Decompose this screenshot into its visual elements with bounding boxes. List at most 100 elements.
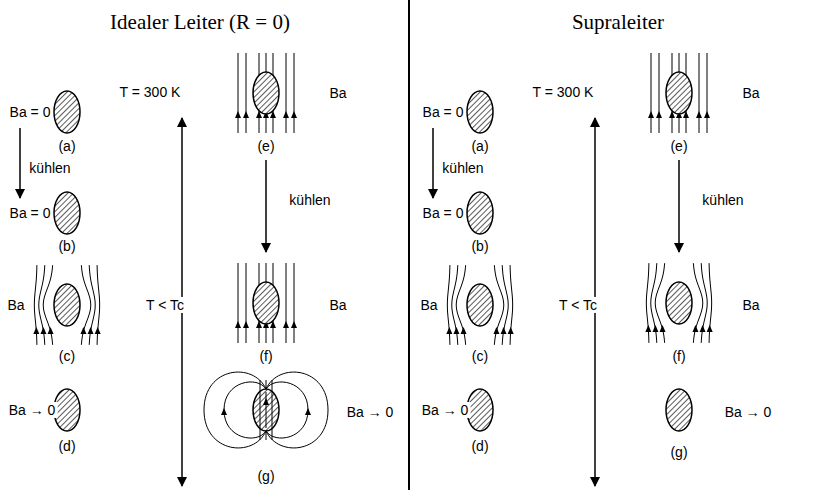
figure-letter: (f) [670,348,687,364]
panel-divider [408,0,410,490]
field-line [294,263,295,343]
field-line [707,53,708,133]
field-line [456,265,465,345]
field-arrowhead [48,327,54,334]
temperature-label: T = 300 K [118,84,183,100]
field-line [286,263,287,343]
field-line [238,53,239,133]
field-label: Ba = 0 [8,205,53,221]
figure-letter: (e) [668,138,689,154]
field-line [43,265,52,345]
field-arrowhead [508,327,514,334]
figure-letter: (g) [668,444,689,460]
sample-body [253,282,279,324]
figure-letter: (d) [56,438,77,454]
process-label: kühlen [27,160,72,176]
field-arrowhead [243,321,249,328]
sample-body [666,389,692,431]
field-arrowhead [696,111,702,118]
field-label: Ba [740,297,761,313]
field-arrowhead [656,111,662,118]
figure-letter: (c) [470,348,490,364]
field-label: Ba = 0 [421,104,466,120]
field-arrowhead [446,327,452,334]
field-label: Ba → 0 [723,404,774,420]
sample-body [467,284,493,326]
field-arrowhead [88,327,94,334]
process-label: kühlen [440,160,485,176]
field-line [659,53,660,133]
sample-body [467,192,493,234]
field-arrowhead [95,327,101,334]
field-arrowhead [243,111,249,118]
sample-body [253,72,279,114]
cooling-arrow [19,128,21,198]
field-arrowhead [33,327,39,334]
field-line [294,53,295,133]
temperature-label: T = 300 K [531,84,596,100]
field-label: Ba [327,297,348,313]
field-arrowhead [700,325,706,332]
field-arrowhead [704,111,710,118]
figure-letter: (b) [56,238,77,254]
field-arrowhead [461,327,467,334]
field-line [655,263,664,343]
field-arrowhead [493,327,499,334]
cooling-arrow [432,128,434,198]
stray-field-loop [224,382,266,438]
cooling-arrow [678,160,680,252]
field-arrowhead [263,398,269,405]
field-label: Ba = 0 [8,104,53,120]
field-label: Ba → 0 [7,402,58,418]
process-label: kühlen [287,192,332,208]
field-arrowhead [291,111,297,118]
field-label: Ba [418,297,439,313]
panel-heading: Idealer Leiter (R = 0) [108,10,292,34]
sample-body [467,91,493,133]
field-line [651,53,652,133]
figure-letter: (a) [469,138,490,154]
stray-field-loop [266,382,308,438]
sample-body [54,389,80,431]
field-label: Ba = 0 [421,205,466,221]
sample-body [54,91,80,133]
figure-letter: (g) [255,468,276,484]
field-arrowhead [453,327,459,334]
field-line [286,53,287,133]
field-label: Ba [740,85,761,101]
field-line [246,53,247,133]
field-arrowhead [235,321,241,328]
field-line [246,263,247,343]
field-line [260,380,261,440]
sample-body [54,284,80,326]
panel-heading: Supraleiter [570,10,666,34]
field-arrowhead [707,325,713,332]
field-line [272,392,273,428]
sample-body [666,72,692,114]
sample-body [467,389,493,431]
cooling-arrow [265,160,267,252]
field-arrowhead [660,325,666,332]
field-arrowhead [291,321,297,328]
figure-letter: (a) [56,138,77,154]
figure-letter: (f) [257,348,274,364]
figure-letter: (e) [255,138,276,154]
field-arrowhead [305,408,311,415]
field-label: Ba → 0 [420,402,471,418]
field-arrowhead [645,325,651,332]
field-arrowhead [692,325,698,332]
temperature-label: T < Tc [557,297,599,313]
sample-body [54,192,80,234]
field-label: Ba → 0 [345,404,396,420]
field-line [699,53,700,133]
field-arrowhead [221,408,227,415]
superconductor-panel [433,53,713,486]
field-arrowhead [283,111,289,118]
field-arrowhead [40,327,46,334]
field-arrowhead [235,111,241,118]
sample-body [253,389,279,431]
figure-letter: (c) [57,348,77,364]
